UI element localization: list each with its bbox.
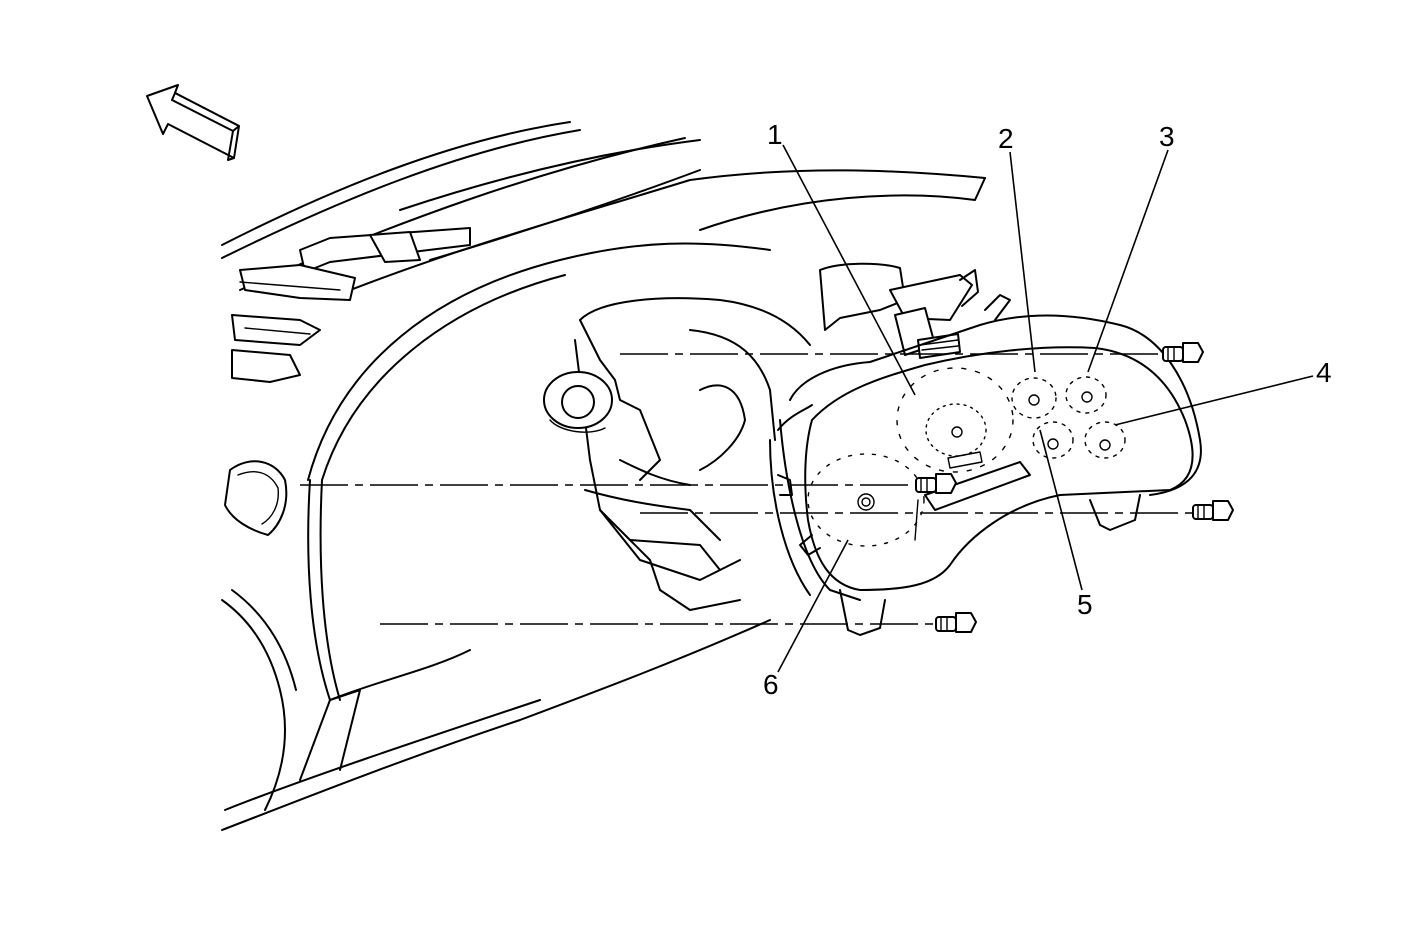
- callout-2: 2: [998, 123, 1014, 154]
- callout-5: 5: [1077, 589, 1093, 620]
- headlamp-switch-knob: [543, 371, 613, 433]
- callout-6: 6: [763, 669, 779, 700]
- bolt-icon: [1192, 500, 1234, 521]
- bolt-icon: [915, 473, 957, 494]
- cluster-opening: [574, 297, 811, 611]
- instrument-cluster: [769, 314, 1202, 636]
- bolt-icon: [935, 612, 977, 633]
- bolt-icon: [1162, 342, 1204, 363]
- callout-labels: 1 2 3 4 5 6: [763, 119, 1332, 700]
- direction-arrow-icon: [146, 84, 240, 161]
- instrument-panel-carrier: [221, 242, 771, 831]
- callout-leaders: [777, 144, 1314, 673]
- callout-3: 3: [1159, 121, 1175, 152]
- cluster-bolts: [915, 342, 1234, 633]
- left-air-vent: [224, 460, 288, 536]
- callout-4: 4: [1316, 357, 1332, 388]
- defroster-vents: [231, 227, 471, 383]
- callout-1: 1: [767, 119, 783, 150]
- upper-bracket: [819, 262, 1011, 359]
